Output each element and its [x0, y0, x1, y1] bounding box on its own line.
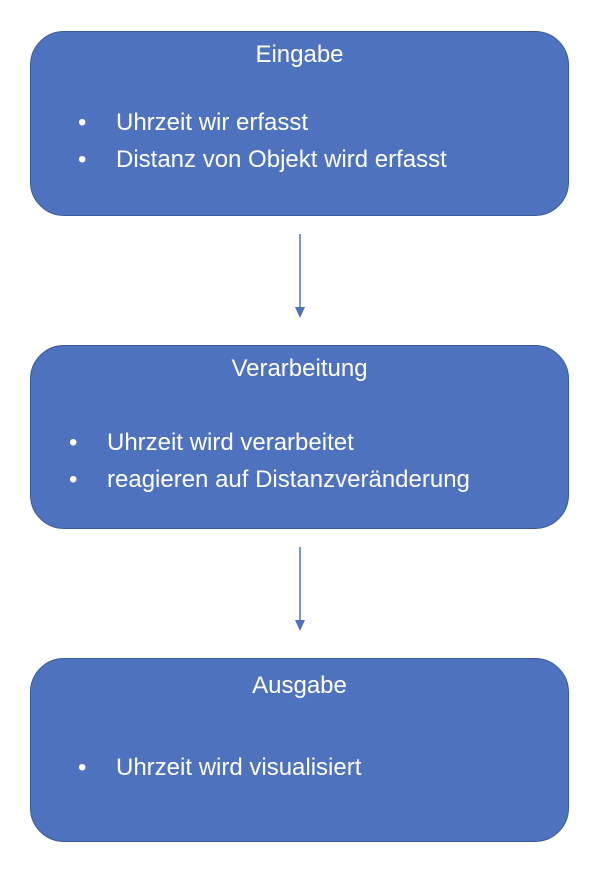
- bullet-icon: •: [69, 466, 78, 493]
- output-item-text: Uhrzeit wird visualisiert: [116, 754, 362, 781]
- output-box: Ausgabe • Uhrzeit wird visualisiert: [30, 658, 569, 842]
- output-list: • Uhrzeit wird visualisiert: [78, 749, 361, 786]
- processing-box: Verarbeitung • Uhrzeit wird verarbeitet …: [30, 345, 569, 529]
- arrow-down-icon: [295, 234, 305, 318]
- arrow-down-icon: [295, 547, 305, 631]
- output-title: Ausgabe: [252, 672, 347, 699]
- bullet-icon: •: [78, 754, 87, 781]
- input-item-text: Uhrzeit wir erfasst: [116, 109, 309, 136]
- input-list: • Uhrzeit wir erfasst • Distanz von Obje…: [78, 104, 447, 178]
- bullet-icon: •: [69, 429, 78, 456]
- input-item-text: Distanz von Objekt wird erfasst: [116, 146, 447, 173]
- processing-item: • reagieren auf Distanzveränderung: [69, 461, 470, 498]
- input-item: • Uhrzeit wir erfasst: [78, 104, 447, 141]
- processing-item-text: reagieren auf Distanzveränderung: [107, 466, 470, 493]
- bullet-icon: •: [78, 109, 87, 136]
- output-item: • Uhrzeit wird visualisiert: [78, 749, 361, 786]
- processing-title: Verarbeitung: [231, 355, 368, 382]
- input-item: • Distanz von Objekt wird erfasst: [78, 141, 447, 178]
- bullet-icon: •: [78, 146, 87, 173]
- input-title: Eingabe: [255, 41, 344, 68]
- processing-list: • Uhrzeit wird verarbeitet • reagieren a…: [69, 424, 470, 498]
- processing-item: • Uhrzeit wird verarbeitet: [69, 424, 470, 461]
- processing-item-text: Uhrzeit wird verarbeitet: [107, 429, 354, 456]
- input-box: Eingabe • Uhrzeit wir erfasst • Distanz …: [30, 31, 569, 216]
